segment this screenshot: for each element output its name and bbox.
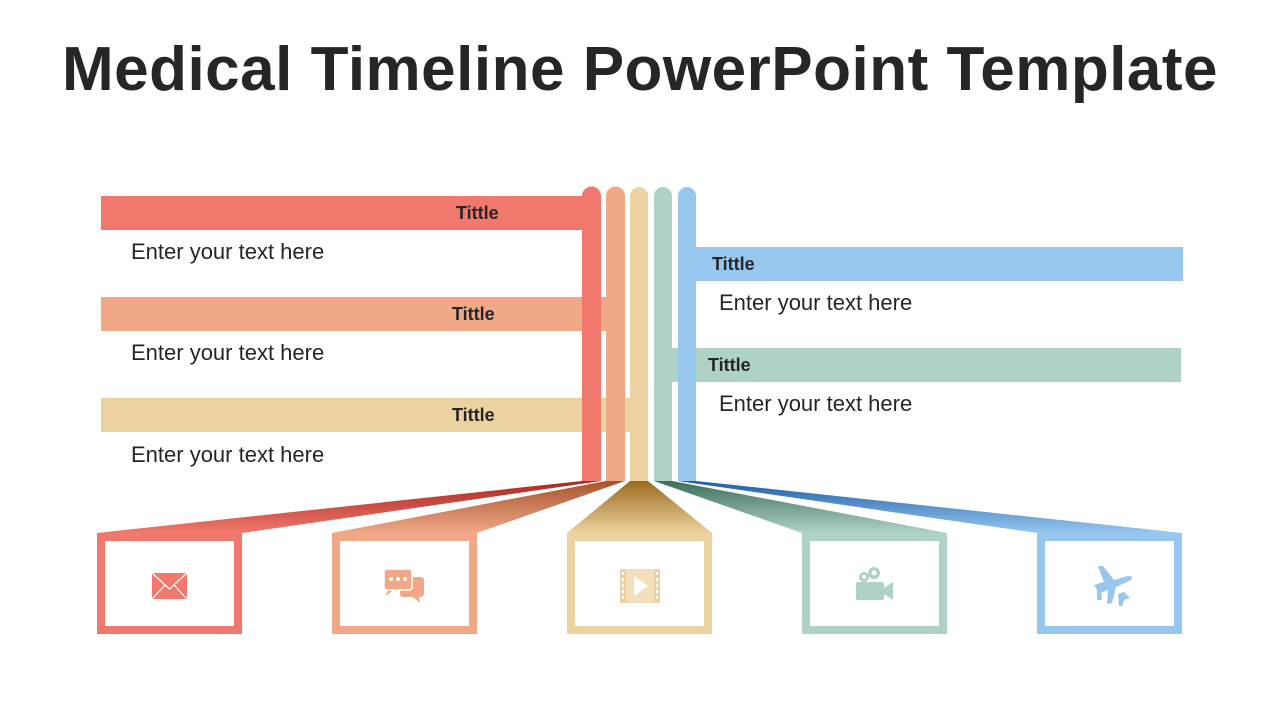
bar-left-1 xyxy=(101,196,601,230)
left-item-1-text: Enter your text here xyxy=(131,239,325,264)
funnel-red xyxy=(97,481,601,533)
left-item-2-text: Enter your text here xyxy=(131,340,325,365)
right-item-1-text: Enter your text here xyxy=(719,290,913,315)
funnel-orange xyxy=(332,481,625,533)
bar-right-2 xyxy=(654,348,1181,382)
box-blue xyxy=(1037,533,1182,634)
airplane-icon xyxy=(1094,566,1132,606)
right-item-1-title: Tittle xyxy=(712,254,755,274)
funnel-teal xyxy=(654,481,947,533)
funnel-blue xyxy=(678,481,1182,533)
stem-teal xyxy=(654,187,672,481)
left-item-2-title: Tittle xyxy=(452,304,495,324)
stem-red xyxy=(582,186,601,481)
stem-orange xyxy=(606,186,625,481)
video-camera-icon xyxy=(856,567,893,600)
envelope-icon xyxy=(151,572,188,600)
stem-beige xyxy=(630,187,648,481)
slide-title: Medical Timeline PowerPoint Template xyxy=(61,35,1219,104)
funnel-beige xyxy=(567,481,712,533)
box-beige xyxy=(567,533,712,634)
right-item-2-title: Tittle xyxy=(708,355,751,375)
left-item-3-title: Tittle xyxy=(452,405,495,425)
left-item-1-title: Tittle xyxy=(456,203,499,223)
bar-left-3 xyxy=(101,398,648,432)
left-item-3-text: Enter your text here xyxy=(131,442,325,467)
bar-right-1 xyxy=(678,247,1183,281)
stem-blue xyxy=(678,187,696,481)
bar-left-2 xyxy=(101,297,625,331)
right-item-2-text: Enter your text here xyxy=(719,391,913,416)
chat-bubbles-icon xyxy=(383,568,424,603)
film-play-icon xyxy=(620,569,660,603)
